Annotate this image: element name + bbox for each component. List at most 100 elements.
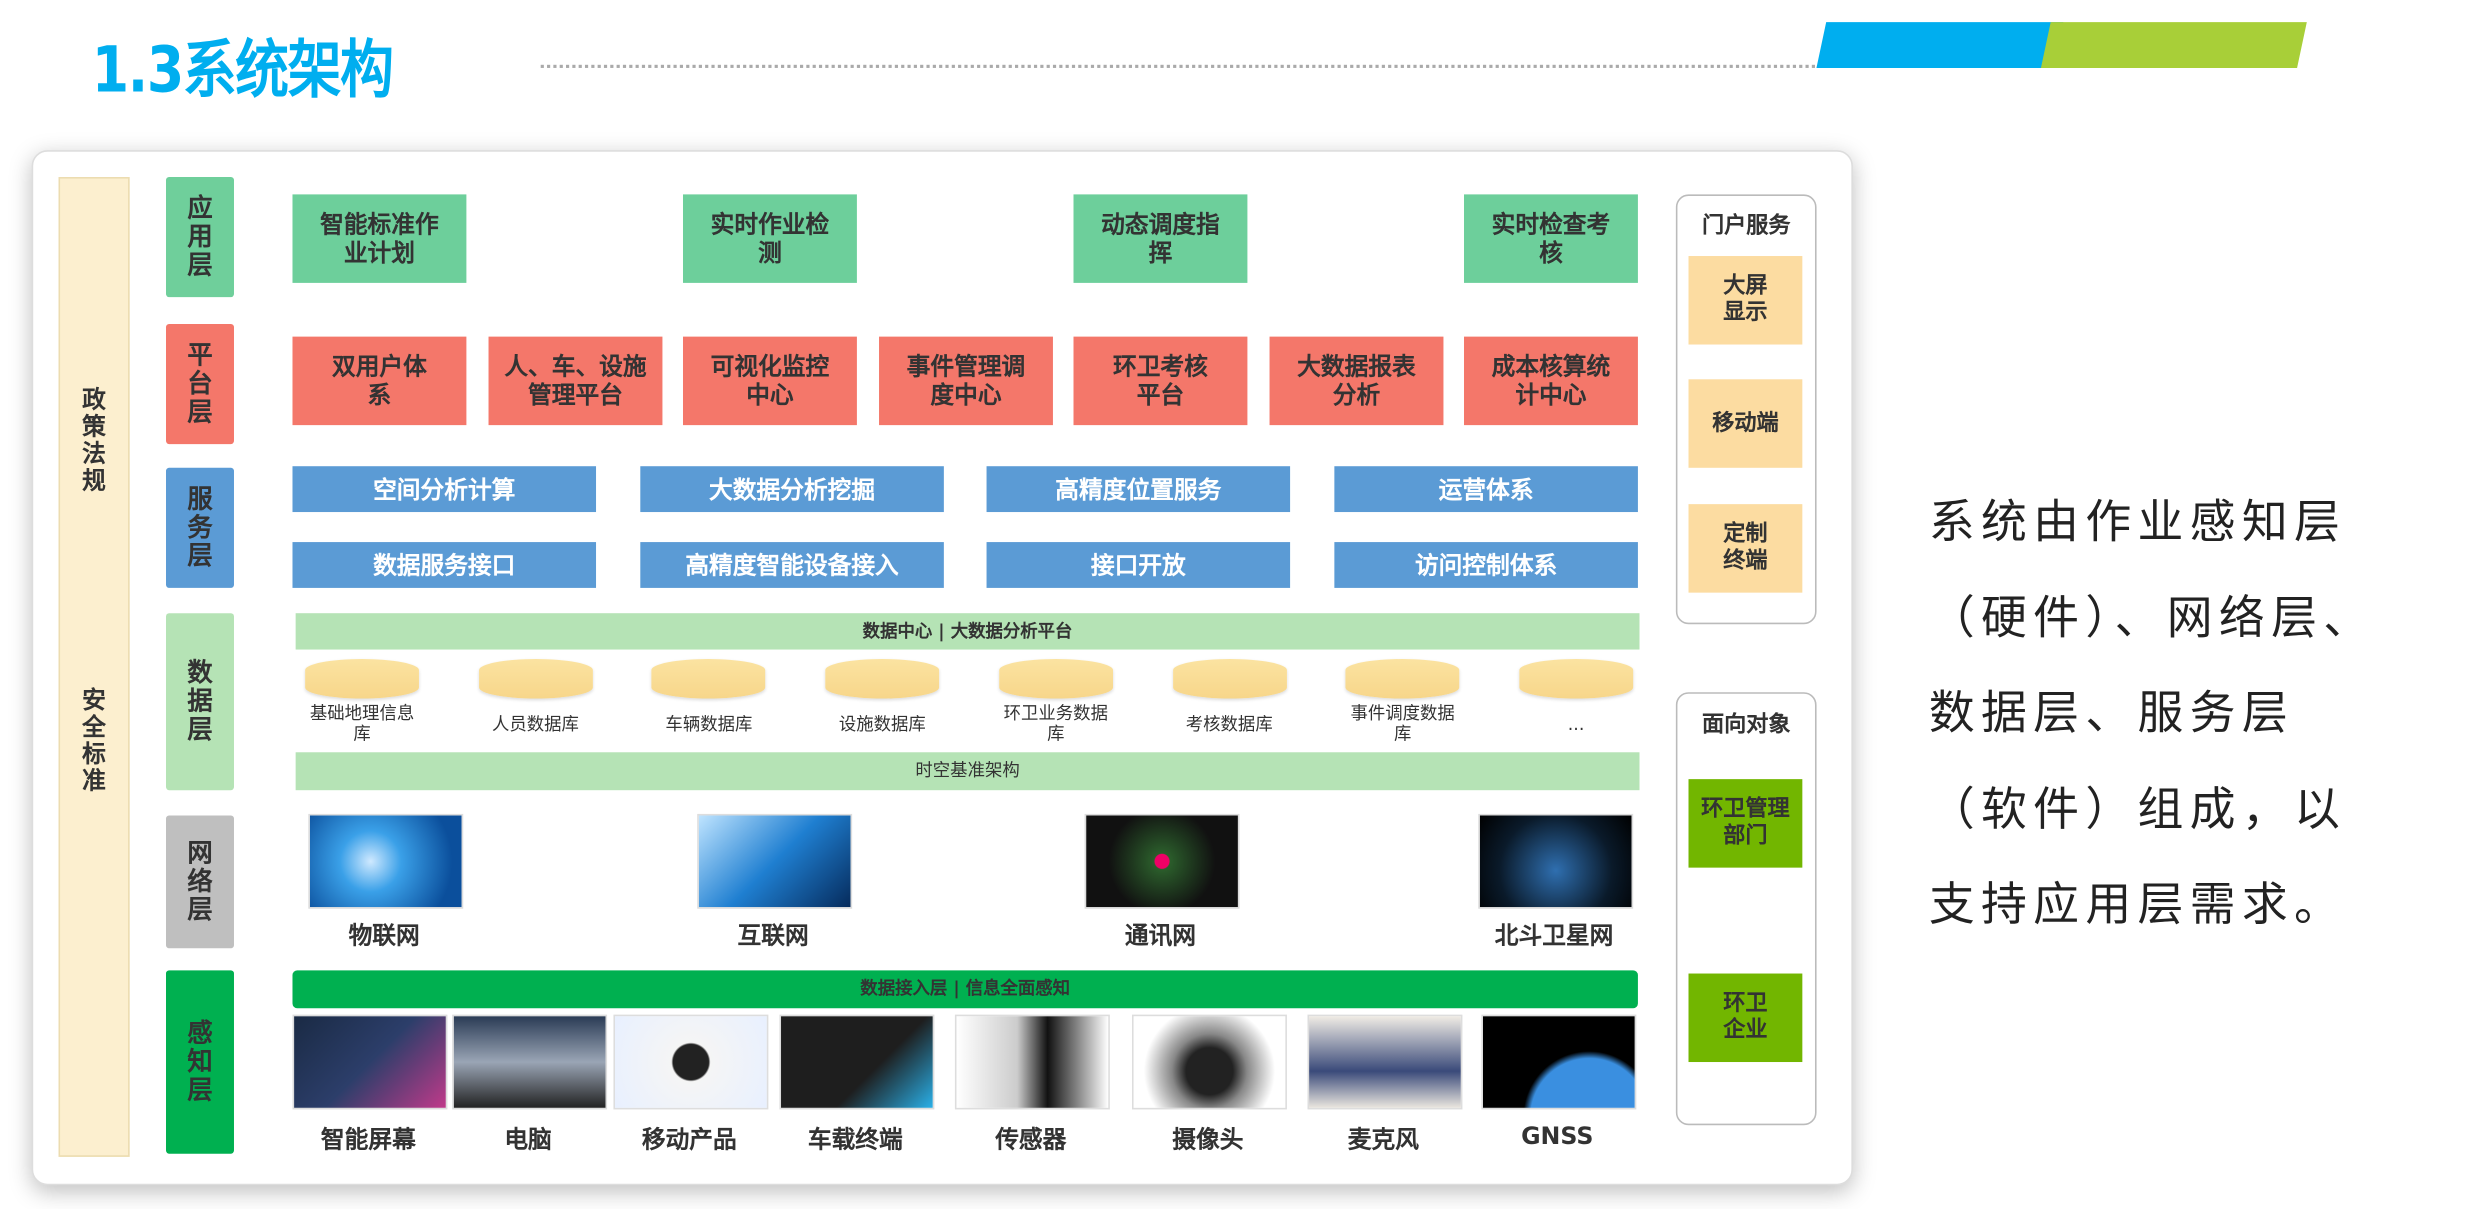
perception-item-label: 电脑: [504, 1125, 552, 1154]
database-item: 设施数据库: [811, 700, 953, 747]
service-item-label: 访问控制体系: [1414, 550, 1558, 580]
network-item-label: 通讯网: [1124, 921, 1197, 950]
description-line: （软件）组成，以: [1928, 781, 2347, 836]
layer-service-label: 服务层: [187, 483, 213, 571]
database-item-label: 基础地理信息库: [309, 703, 415, 745]
database-item-label: 考核数据库: [1185, 713, 1273, 735]
service-item: 高精度位置服务: [986, 466, 1291, 513]
layer-platform: 平台层: [166, 323, 234, 445]
database-icon: [1345, 659, 1460, 699]
service-item-label: 高精度智能设备接入: [685, 550, 899, 580]
mobile-image: [613, 1014, 769, 1110]
database-item: 考核数据库: [1158, 700, 1300, 747]
service-item-label: 数据服务接口: [373, 550, 516, 580]
policy-standards-column: 政策法规 安全标准: [58, 177, 130, 1157]
platform-item-label: 双用户体系: [331, 352, 427, 410]
database-item: 车辆数据库: [638, 700, 780, 747]
database-icon: [1519, 659, 1633, 699]
perception-item: 传感器: [936, 1122, 1126, 1155]
description-text: 系统由作业感知层 （硬件）、网络层、 数据层、服务层 （软件）组成，以 支持应用…: [1929, 474, 2435, 952]
description-line: 系统由作业感知层: [1928, 494, 2347, 549]
perception-item: GNSS: [1462, 1122, 1652, 1150]
layer-perception-label: 感知层: [187, 1017, 213, 1105]
application-item-label: 动态调度指挥: [1101, 210, 1220, 268]
database-item: 人员数据库: [464, 700, 606, 747]
database-item: 环卫业务数据库: [985, 700, 1127, 747]
network-item-label: 物联网: [348, 921, 420, 950]
header-decoration-green: [2040, 22, 2307, 68]
perception-item: 电脑: [433, 1122, 623, 1155]
platform-item-label: 人、车、设施管理平台: [504, 352, 647, 410]
sensor-image: [954, 1014, 1110, 1110]
perception-item: 车载终端: [760, 1122, 950, 1155]
application-item-label: 实时作业检测: [710, 210, 830, 268]
title-divider: [540, 64, 1815, 68]
platform-item: 环卫考核平台: [1073, 336, 1248, 426]
platform-item: 成本核算统计中心: [1464, 336, 1638, 426]
service-item: 接口开放: [986, 542, 1291, 588]
audience-panel: 面向对象 环卫管理部门 环卫企业: [1675, 692, 1817, 1126]
portal-item: 移动端: [1688, 379, 1803, 468]
database-item-label: 人员数据库: [491, 713, 579, 735]
application-item: 实时检查考核: [1464, 194, 1638, 283]
network-item: 北斗卫星网: [1459, 918, 1649, 951]
service-item: 大数据分析挖掘: [640, 466, 944, 513]
network-item: 物联网: [289, 918, 479, 951]
database-item: ...: [1505, 700, 1647, 747]
platform-item-label: 事件管理调度中心: [906, 352, 1026, 410]
platform-item: 人、车、设施管理平台: [488, 336, 663, 426]
description-line: 支持应用层需求。: [1928, 877, 2347, 931]
layer-data-label: 数据层: [187, 657, 213, 745]
perception-item-label: 移动产品: [641, 1125, 737, 1154]
layer-network: 网络层: [166, 815, 234, 949]
platform-item-label: 成本核算统计中心: [1491, 352, 1611, 410]
spatiotemporal-bar-label: 时空基准架构: [915, 760, 1020, 781]
network-item-label: 北斗卫星网: [1494, 921, 1614, 950]
service-item-label: 大数据分析挖掘: [709, 474, 876, 504]
database-item: 事件调度数据库: [1331, 700, 1473, 747]
data-center-bar-label: 数据中心 | 大数据分析平台: [862, 620, 1073, 641]
platform-item-label: 大数据报表分析: [1297, 352, 1416, 410]
header-decoration-blue: [1816, 22, 2064, 68]
layer-application-label: 应用层: [187, 192, 213, 280]
database-item-label: 环卫业务数据库: [1003, 703, 1108, 745]
application-item-label: 实时检查考核: [1491, 210, 1611, 268]
network-item: 通讯网: [1066, 918, 1256, 951]
standards-text: 安全标准: [82, 685, 106, 795]
layer-service: 服务层: [166, 467, 234, 588]
service-item-label: 接口开放: [1090, 550, 1186, 580]
computer-image: [452, 1014, 608, 1110]
data-center-bar: 数据中心 | 大数据分析平台: [295, 613, 1640, 650]
perception-item-label: GNSS: [1521, 1122, 1594, 1151]
smart-screen-image: [292, 1014, 448, 1110]
audience-item: 环卫管理部门: [1688, 779, 1803, 868]
portal-item: 大屏显示: [1688, 256, 1803, 345]
application-item: 智能标准作业计划: [292, 194, 467, 283]
internet-image: [697, 813, 853, 909]
audience-item-label: 环卫管理部门: [1701, 796, 1790, 849]
perception-item: 麦克风: [1289, 1122, 1479, 1155]
portal-title: 门户服务: [1701, 213, 1791, 239]
database-icon: [478, 659, 593, 699]
audience-item-label: 环卫企业: [1723, 990, 1768, 1044]
service-item-label: 运营体系: [1438, 474, 1534, 504]
application-item: 动态调度指挥: [1073, 194, 1248, 283]
perception-item: 智能屏幕: [274, 1122, 464, 1155]
perception-item-label: 摄像头: [1172, 1125, 1244, 1154]
perception-item-label: 智能屏幕: [320, 1125, 416, 1154]
perception-item: 移动产品: [594, 1122, 784, 1155]
gnss-image: [1481, 1014, 1637, 1110]
policy-label: 政策法规: [60, 386, 128, 494]
portal-item-label: 大屏显示: [1723, 273, 1768, 326]
portal-item-label: 定制终端: [1723, 521, 1768, 574]
database-icon: [305, 659, 419, 699]
service-item: 数据服务接口: [292, 542, 597, 588]
service-item: 高精度智能设备接入: [640, 542, 944, 588]
vehicle-terminal-image: [779, 1014, 935, 1110]
database-item-label: ...: [1567, 713, 1585, 735]
spatiotemporal-bar: 时空基准架构: [295, 752, 1640, 791]
description-line: （硬件）、网络层、: [1928, 590, 2376, 645]
description-line: 数据层、服务层: [1928, 685, 2295, 740]
perception-item: 摄像头: [1113, 1122, 1303, 1155]
application-item: 实时作业检测: [682, 194, 857, 283]
